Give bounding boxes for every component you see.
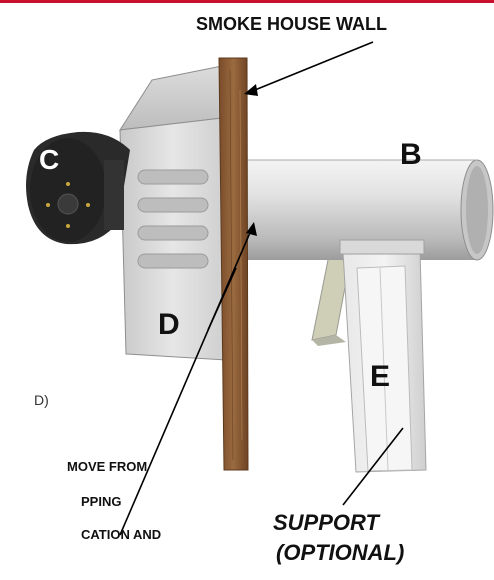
side-text-fragment: D) <box>34 392 49 408</box>
top-red-rule <box>0 0 494 3</box>
instruction-fragment-1: MOVE FROM <box>67 459 148 474</box>
support-label: SUPPORT <box>273 510 379 535</box>
instruction-fragment-2: PPING <box>81 494 122 509</box>
blower-motor <box>26 131 130 245</box>
label-c: C <box>39 144 60 175</box>
support-front-leg <box>339 239 427 473</box>
optional-label: (OPTIONAL) <box>276 540 405 565</box>
wall-label: SMOKE HOUSE WALL <box>196 14 388 34</box>
label-b: B <box>400 138 422 171</box>
label-e: E <box>370 360 391 393</box>
label-d: D <box>158 308 180 341</box>
callout-lines <box>119 41 404 536</box>
smokehouse-wall-board <box>218 57 249 471</box>
instruction-fragment-3: CATION AND <box>81 527 162 542</box>
